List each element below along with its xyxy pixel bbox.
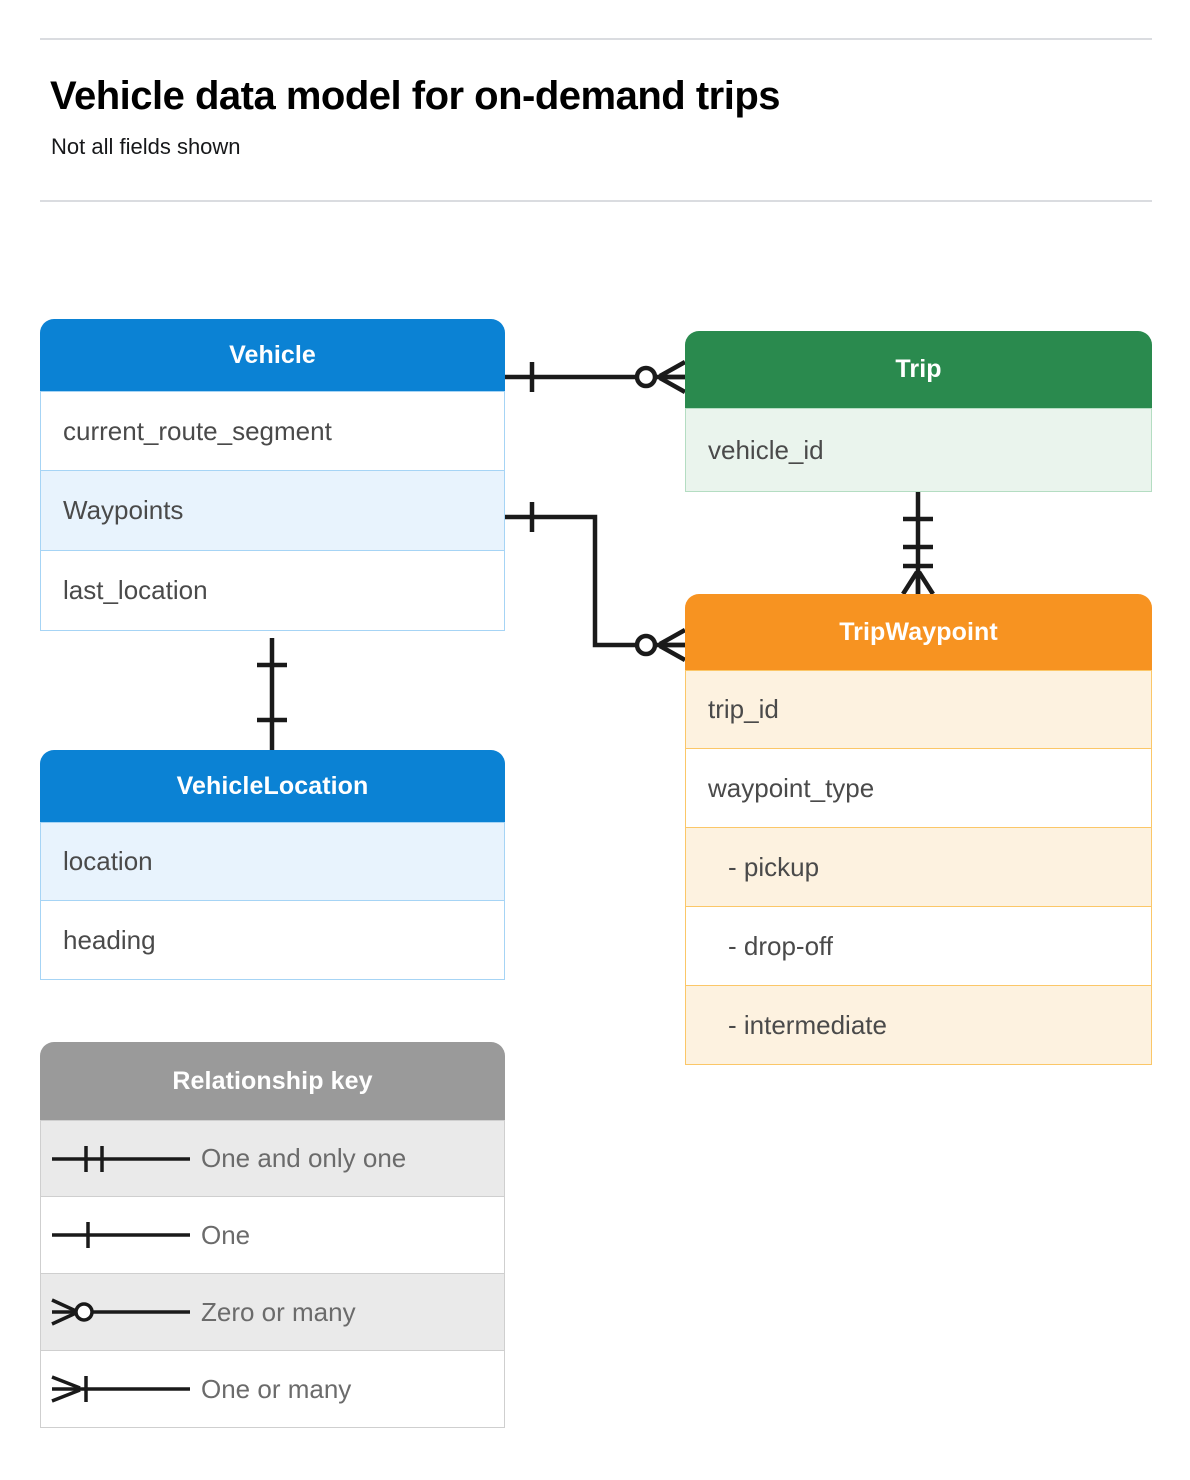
one-and-only-one-icon: [41, 1139, 201, 1179]
legend-title: Relationship key: [172, 1066, 373, 1095]
entity-tripwaypoint-field-pickup[interactable]: - pickup: [685, 828, 1152, 907]
entity-tripwaypoint-field-intermediate[interactable]: - intermediate: [685, 986, 1152, 1065]
field-label: - drop-off: [728, 930, 834, 961]
one-icon: [41, 1215, 201, 1255]
entity-vehiclelocation-header: VehicleLocation: [40, 750, 505, 822]
entity-vehicle-header: Vehicle: [40, 319, 505, 391]
legend-item-label: One or many: [201, 1373, 352, 1404]
legend-item-one-and-only-one[interactable]: One and only one: [40, 1120, 505, 1197]
entity-trip-title: Trip: [895, 355, 942, 383]
field-label: heading: [63, 924, 156, 955]
legend-item-label: One and only one: [201, 1143, 407, 1173]
connector-vehicle-vehiclelocation: [257, 638, 287, 750]
connector-vehicle-trip: [505, 360, 687, 394]
entity-vehicle-field-waypoints[interactable]: Waypoints: [40, 471, 505, 551]
entity-tripwaypoint-header: TripWaypoint: [685, 594, 1152, 670]
header-divider-top: [40, 38, 1152, 40]
entity-vehiclelocation[interactable]: VehicleLocation location heading: [40, 750, 505, 980]
field-label: location: [63, 846, 153, 876]
field-label: - intermediate: [728, 1009, 887, 1040]
connector-waypoints-tripwaypoint: [505, 502, 687, 662]
one-or-many-icon: [41, 1369, 201, 1409]
entity-tripwaypoint-field-dropoff[interactable]: - drop-off: [685, 907, 1152, 986]
legend-item-one-or-many[interactable]: One or many: [40, 1351, 505, 1428]
legend-item-one[interactable]: One: [40, 1197, 505, 1274]
field-label: current_route_segment: [63, 415, 332, 446]
entity-tripwaypoint-title: TripWaypoint: [839, 617, 998, 646]
legend-item-zero-or-many[interactable]: Zero or many: [40, 1274, 505, 1351]
entity-vehiclelocation-field-heading[interactable]: heading: [40, 901, 505, 980]
legend-item-label: One: [201, 1219, 251, 1250]
entity-vehicle-field-last_location[interactable]: last_location: [40, 551, 505, 631]
entity-vehicle-field-current_route_segment[interactable]: current_route_segment: [40, 391, 505, 471]
entity-trip-field-vehicle_id[interactable]: vehicle_id: [685, 408, 1152, 492]
page-title: Vehicle data model for on-demand trips: [50, 74, 781, 118]
entity-trip-header: Trip: [685, 331, 1152, 408]
legend-item-label: Zero or many: [201, 1296, 356, 1327]
entity-vehicle-title: Vehicle: [229, 340, 316, 369]
zero-or-many-icon: [41, 1292, 201, 1332]
field-label: waypoint_type: [708, 772, 875, 803]
connector-trip-tripwaypoint: [901, 492, 935, 596]
field-label: vehicle_id: [708, 434, 824, 465]
field-label: - pickup: [728, 851, 820, 882]
entity-tripwaypoint-field-trip_id[interactable]: trip_id: [685, 670, 1152, 749]
field-label: trip_id: [708, 694, 779, 724]
entity-tripwaypoint-field-waypoint_type[interactable]: waypoint_type: [685, 749, 1152, 828]
entity-vehicle[interactable]: Vehicle current_route_segment Waypoints …: [40, 319, 505, 631]
entity-vehiclelocation-title: VehicleLocation: [176, 771, 369, 800]
header-divider-bottom: [40, 200, 1152, 202]
legend-header: Relationship key: [40, 1042, 505, 1120]
page-subtitle: Not all fields shown: [51, 134, 241, 159]
entity-trip[interactable]: Trip vehicle_id: [685, 331, 1152, 492]
entity-tripwaypoint[interactable]: TripWaypoint trip_id waypoint_type - pic…: [685, 594, 1152, 1065]
field-label: last_location: [63, 575, 208, 605]
field-label: Waypoints: [63, 495, 184, 525]
entity-vehiclelocation-field-location[interactable]: location: [40, 822, 505, 901]
legend-relationship-key[interactable]: Relationship key One and only one One: [40, 1042, 505, 1428]
